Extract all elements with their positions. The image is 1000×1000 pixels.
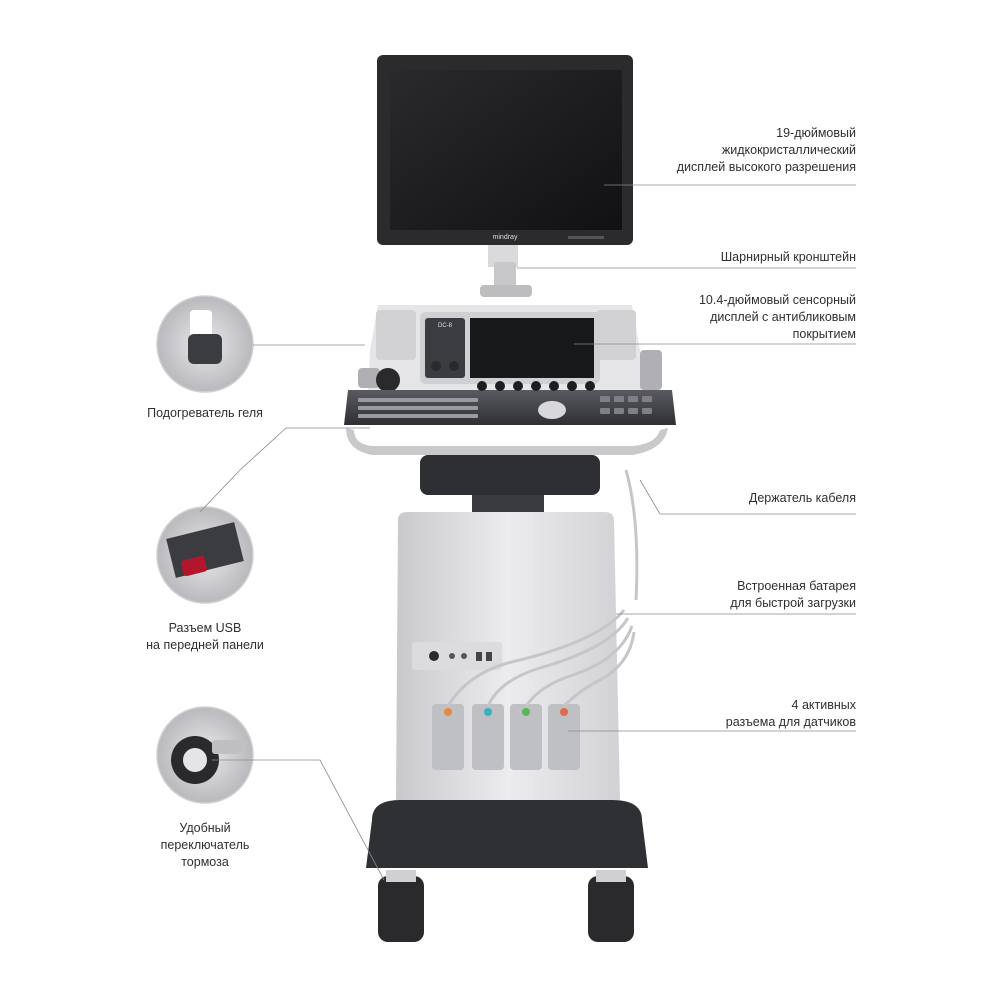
detail-gel-warmer xyxy=(156,295,254,393)
usb-port xyxy=(476,652,482,661)
leader-lines xyxy=(199,184,856,881)
callout-gel-warmer: Подогреватель геля xyxy=(147,406,263,420)
wheel-left-front xyxy=(378,876,424,942)
gel-warmer-slot xyxy=(376,368,400,392)
wheel-right-front xyxy=(588,876,634,942)
front-io-panel xyxy=(412,642,502,670)
touchscreen xyxy=(470,318,594,378)
base xyxy=(366,800,648,942)
monitor-screen xyxy=(390,70,622,230)
callout-hinge: Шарнирный кронштейн xyxy=(720,250,856,264)
callout-usb: Разъем USB на передней панели xyxy=(146,621,264,652)
control-console: DC-8 xyxy=(358,305,662,395)
usb-stick xyxy=(181,555,207,577)
probe-ports xyxy=(432,704,580,770)
main-body xyxy=(396,469,639,800)
callout-cable-holder: Держатель кабеля xyxy=(748,491,856,505)
trackball xyxy=(538,401,566,419)
handle-bar xyxy=(346,428,668,455)
callout-display: 19-дюймовый жидкокристаллический дисплей… xyxy=(676,126,856,174)
detail-brake xyxy=(156,706,254,804)
model-badge: DC-8 xyxy=(438,323,453,329)
callout-brake: Удобный переключатель тормоза xyxy=(160,821,250,869)
hinge-arm xyxy=(480,245,532,297)
monitor: mindray xyxy=(377,55,633,245)
keyboard-panel xyxy=(344,381,676,425)
callout-probe-ports: 4 активных разъема для датчиков xyxy=(725,698,856,729)
callout-battery: Встроенная батарея для быстрой загрузки xyxy=(730,579,856,610)
brand-logo: mindray xyxy=(493,234,518,241)
under-tray xyxy=(420,455,600,495)
callout-touchscreen: 10.4-дюймовый сенсорный дисплей с антибл… xyxy=(698,293,856,341)
detail-usb xyxy=(156,506,254,604)
